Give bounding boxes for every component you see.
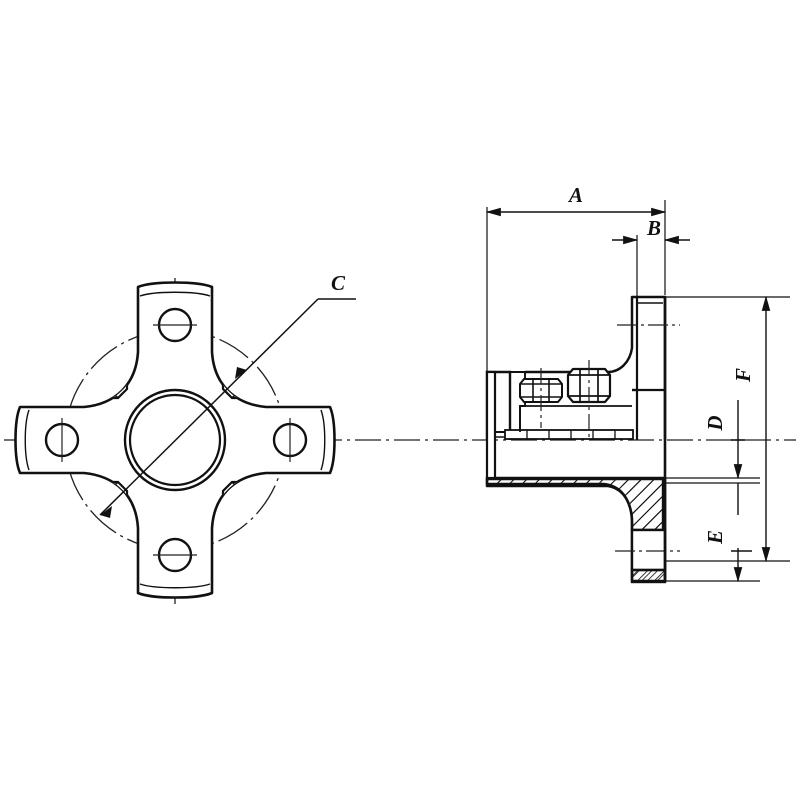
dimension-label-e: E: [703, 530, 727, 545]
corner-fastener-top-left: [94, 360, 129, 400]
dimension-d: [665, 400, 760, 480]
dimension-label-b: B: [646, 216, 661, 240]
dimension-label-d: D: [703, 415, 727, 431]
hex-nut-small: [519, 368, 563, 428]
corner-fastener-top-right: [221, 360, 256, 400]
dimension-label-a: A: [567, 183, 583, 207]
dimension-e: [665, 482, 760, 583]
arm-hole-group-left: [44, 418, 80, 462]
dimension-label-f: F: [731, 368, 755, 383]
arm-end-relief-lines: [24, 291, 326, 589]
dimension-c-leader: [99, 298, 356, 518]
upper-shoulder-profile: [525, 295, 667, 440]
dimension-b: [612, 235, 690, 297]
arm-hole-group-bottom: [153, 537, 197, 573]
arm-hole-group-right: [272, 418, 308, 462]
arm-hole-group-top: [153, 307, 197, 343]
dimension-label-c: C: [331, 271, 346, 295]
corner-fastener-bottom-right: [221, 480, 256, 520]
front-view: [14, 278, 356, 604]
bottom-boss: [615, 528, 680, 584]
dimension-f: [665, 295, 790, 563]
internal-spline-band: [504, 429, 634, 440]
section-view: [485, 295, 680, 584]
hex-nut-large: [566, 360, 612, 440]
dimension-a: [485, 200, 667, 372]
hub-cup-wall: [485, 370, 497, 480]
